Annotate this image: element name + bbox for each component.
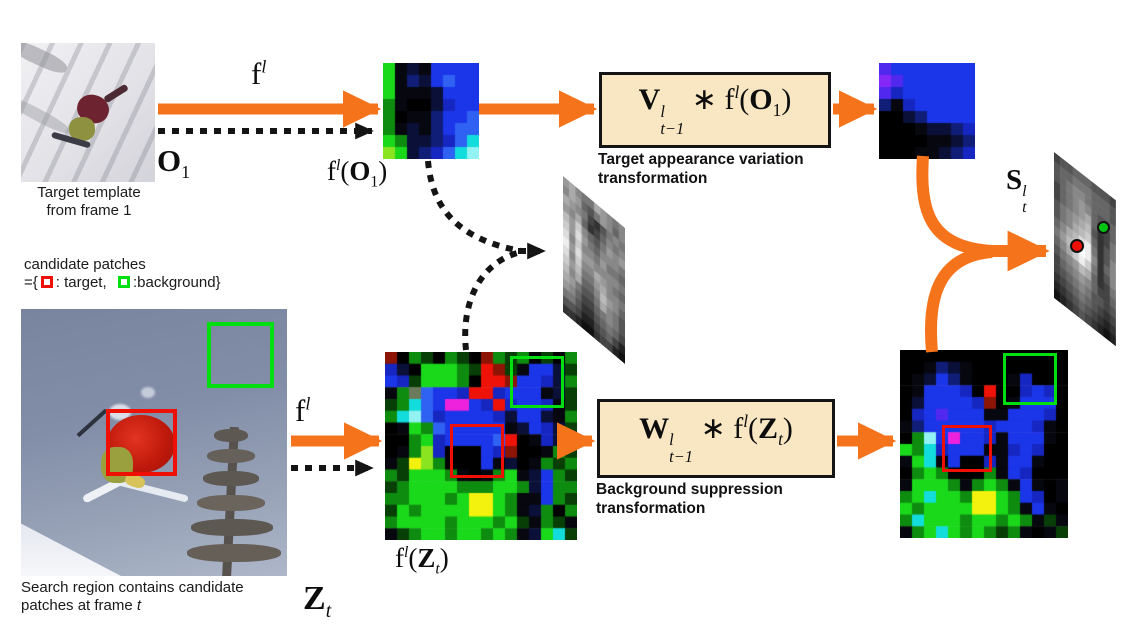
response-map-s: [1054, 152, 1116, 347]
tree-branch: [187, 544, 281, 562]
tree-branch: [191, 519, 273, 536]
target-patch-box-output: [942, 425, 992, 472]
curve-vout-to-s: [916, 155, 993, 257]
w-box-caption: Background suppression transformation: [596, 481, 783, 517]
skier-arm: [103, 83, 129, 104]
snow-streak: [21, 43, 70, 77]
green-square-icon: [117, 276, 130, 289]
o1-label: O1: [157, 143, 191, 183]
background-patch-box-output: [1003, 353, 1057, 405]
search-region-image: [21, 309, 287, 576]
feature-map-zt: [385, 352, 577, 540]
tree-branch: [197, 495, 265, 511]
snow-slope: [21, 523, 121, 576]
background-patch-box-feature: [510, 356, 564, 408]
fm-zt-label: fl(Zt): [395, 543, 449, 578]
legend-line2: ={: target, :background}: [24, 274, 221, 292]
fm-o1-label: fl(O1): [327, 156, 388, 191]
background-patch-box: [207, 322, 274, 388]
fl-label-top: fl: [251, 56, 267, 91]
w-output-map: [900, 350, 1068, 538]
dashed-fmZt-to-midmap: [462, 249, 522, 351]
v-box-caption: Target appearance variation transformati…: [598, 151, 804, 187]
target-response-dot: [1072, 241, 1082, 251]
tree-branch: [214, 429, 248, 442]
target-patch-box: [106, 409, 177, 476]
target-template-caption: Target template from frame 1: [37, 184, 141, 220]
v-output-map: [879, 63, 975, 159]
tree-branch: [203, 471, 259, 486]
feature-map-o1: [383, 63, 479, 159]
curve-wout-to-s: [924, 246, 993, 353]
target-patch-box-feature: [450, 424, 504, 478]
fl-label-bottom: fl: [295, 393, 311, 428]
ski-pole: [76, 408, 108, 438]
tree-branch: [207, 449, 255, 463]
dashed-fmO1-to-midmap: [425, 160, 522, 254]
background-response-dot: [1099, 223, 1108, 232]
snow-streak: [21, 93, 72, 137]
red-square-icon: [40, 276, 53, 289]
candidate-patches-legend: candidate patches ={: target, :backgroun…: [24, 256, 221, 293]
legend-line1: candidate patches: [24, 256, 146, 273]
search-region-caption: Search region contains candidate patches…: [21, 579, 244, 615]
learned-transformation-map: [563, 176, 625, 365]
zt-label: Zt: [303, 580, 332, 622]
target-template-image: [21, 43, 155, 182]
cloud-puff: [141, 387, 155, 398]
